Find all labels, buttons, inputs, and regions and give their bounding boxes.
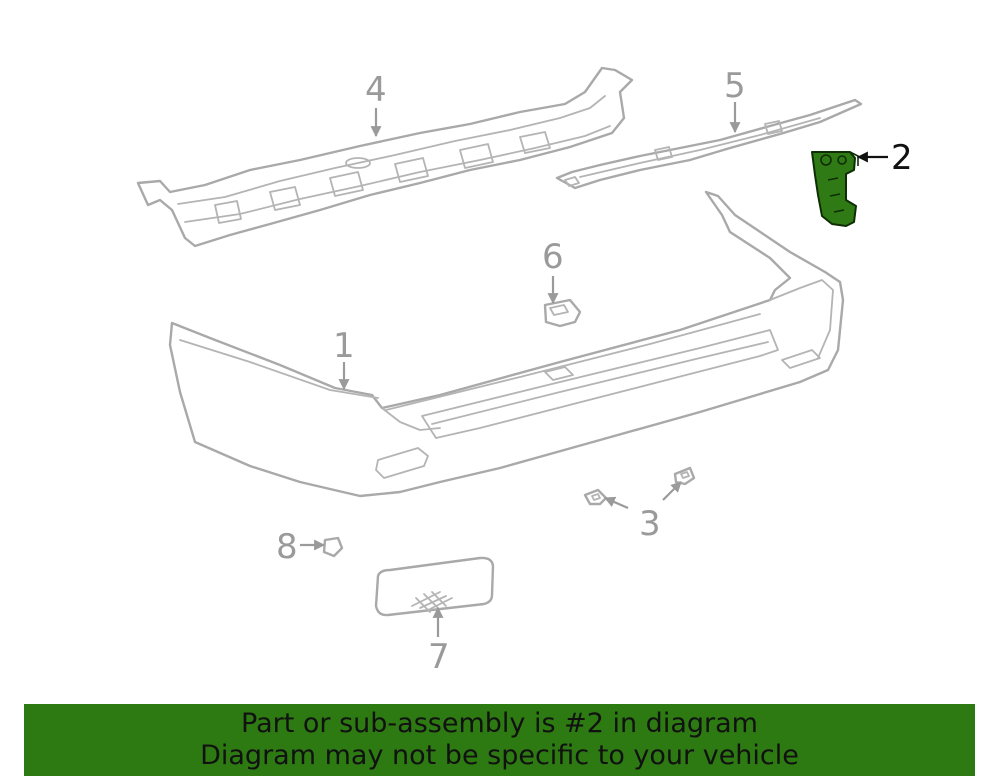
absorber-part-5[interactable] — [555, 98, 863, 190]
callout-6: 6 — [542, 237, 564, 277]
part-notice-banner: Part or sub-assembly is #2 in diagram Di… — [24, 704, 975, 776]
reinforcement-part-4[interactable] — [136, 66, 634, 248]
callout-1: 1 — [333, 326, 355, 366]
callout-7: 7 — [428, 637, 450, 677]
clip-part-3b[interactable] — [673, 466, 696, 486]
clip-part-3a[interactable] — [583, 488, 608, 506]
parts-diagram: 1 2 3 4 5 6 7 8 — [136, 66, 913, 677]
bumper-cover-part-1[interactable] — [168, 190, 845, 498]
callout-8: 8 — [276, 527, 298, 567]
grommet-part-8[interactable] — [322, 536, 344, 558]
banner-line-1: Part or sub-assembly is #2 in diagram — [241, 708, 758, 739]
callout-3: 3 — [639, 504, 661, 544]
callout-5: 5 — [724, 66, 746, 106]
leader-3a — [603, 496, 629, 510]
leader-3b — [662, 481, 682, 501]
bracket-part-2[interactable] — [811, 151, 859, 227]
reflector-part-7[interactable] — [374, 556, 495, 617]
callout-4: 4 — [365, 70, 387, 110]
banner-line-2: Diagram may not be specific to your vehi… — [200, 740, 799, 771]
callout-2: 2 — [891, 138, 913, 178]
retainer-part-6[interactable] — [543, 298, 582, 328]
